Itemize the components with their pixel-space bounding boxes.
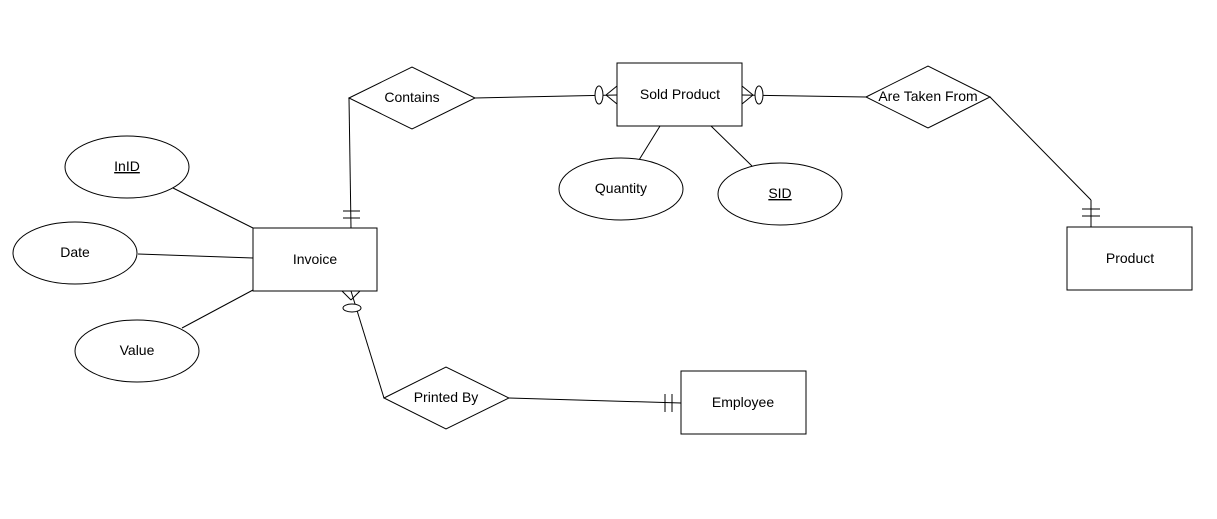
attribute-date-label: Date (60, 244, 90, 260)
relationship-printed-by[interactable]: Printed By (382, 366, 511, 430)
attribute-sid[interactable]: SID (717, 162, 843, 226)
entity-invoice-label: Invoice (293, 251, 338, 267)
attribute-sid-label: SID (768, 185, 791, 201)
edge-soldproduct-quantity (638, 125, 661, 161)
entity-invoice[interactable]: Invoice (252, 227, 378, 292)
edge-inid-invoice (172, 187, 254, 229)
edge-invoice-contains (348, 97, 352, 229)
entity-product-label: Product (1106, 250, 1154, 266)
cardinality-marks (341, 85, 1100, 412)
attribute-inid[interactable]: InID (64, 135, 190, 199)
relationship-contains-label: Contains (384, 89, 439, 105)
edge-date-invoice (137, 253, 254, 259)
entity-sold-product[interactable]: Sold Product (616, 62, 743, 127)
edge-value-invoice (181, 289, 254, 329)
crowfoot-one-only-invoice-top (343, 210, 360, 219)
edge-soldproduct-sid (710, 125, 753, 167)
entity-sold-product-label: Sold Product (640, 86, 720, 102)
edge-aretakenfrom-product (989, 96, 1092, 201)
relationship-contains[interactable]: Contains (347, 66, 477, 130)
relationship-printed-by-label: Printed By (414, 389, 479, 405)
relationship-are-taken-from[interactable]: Are Taken From (864, 65, 992, 129)
attribute-quantity[interactable]: Quantity (558, 157, 684, 221)
crowfoot-one-only-employee (664, 394, 673, 412)
crowfoot-zero-many-soldproduct-right (741, 85, 764, 105)
attribute-value-label: Value (120, 342, 155, 358)
attribute-quantity-label: Quantity (595, 180, 647, 196)
attribute-value[interactable]: Value (74, 319, 200, 383)
relationship-are-taken-from-label: Are Taken From (878, 88, 977, 104)
attribute-inid-label: InID (114, 158, 140, 174)
crowfoot-one-only-product (1082, 208, 1100, 217)
edge-contains-soldproduct (474, 94, 618, 99)
entity-product[interactable]: Product (1066, 226, 1193, 291)
crowfoot-zero-many-soldproduct-left (594, 85, 618, 105)
edge-printedby-employee (508, 397, 682, 404)
entity-employee-label: Employee (712, 394, 774, 410)
entity-employee[interactable]: Employee (680, 370, 807, 435)
crowfoot-zero-many-invoice-bottom (341, 290, 362, 313)
attribute-date[interactable]: Date (12, 221, 138, 285)
